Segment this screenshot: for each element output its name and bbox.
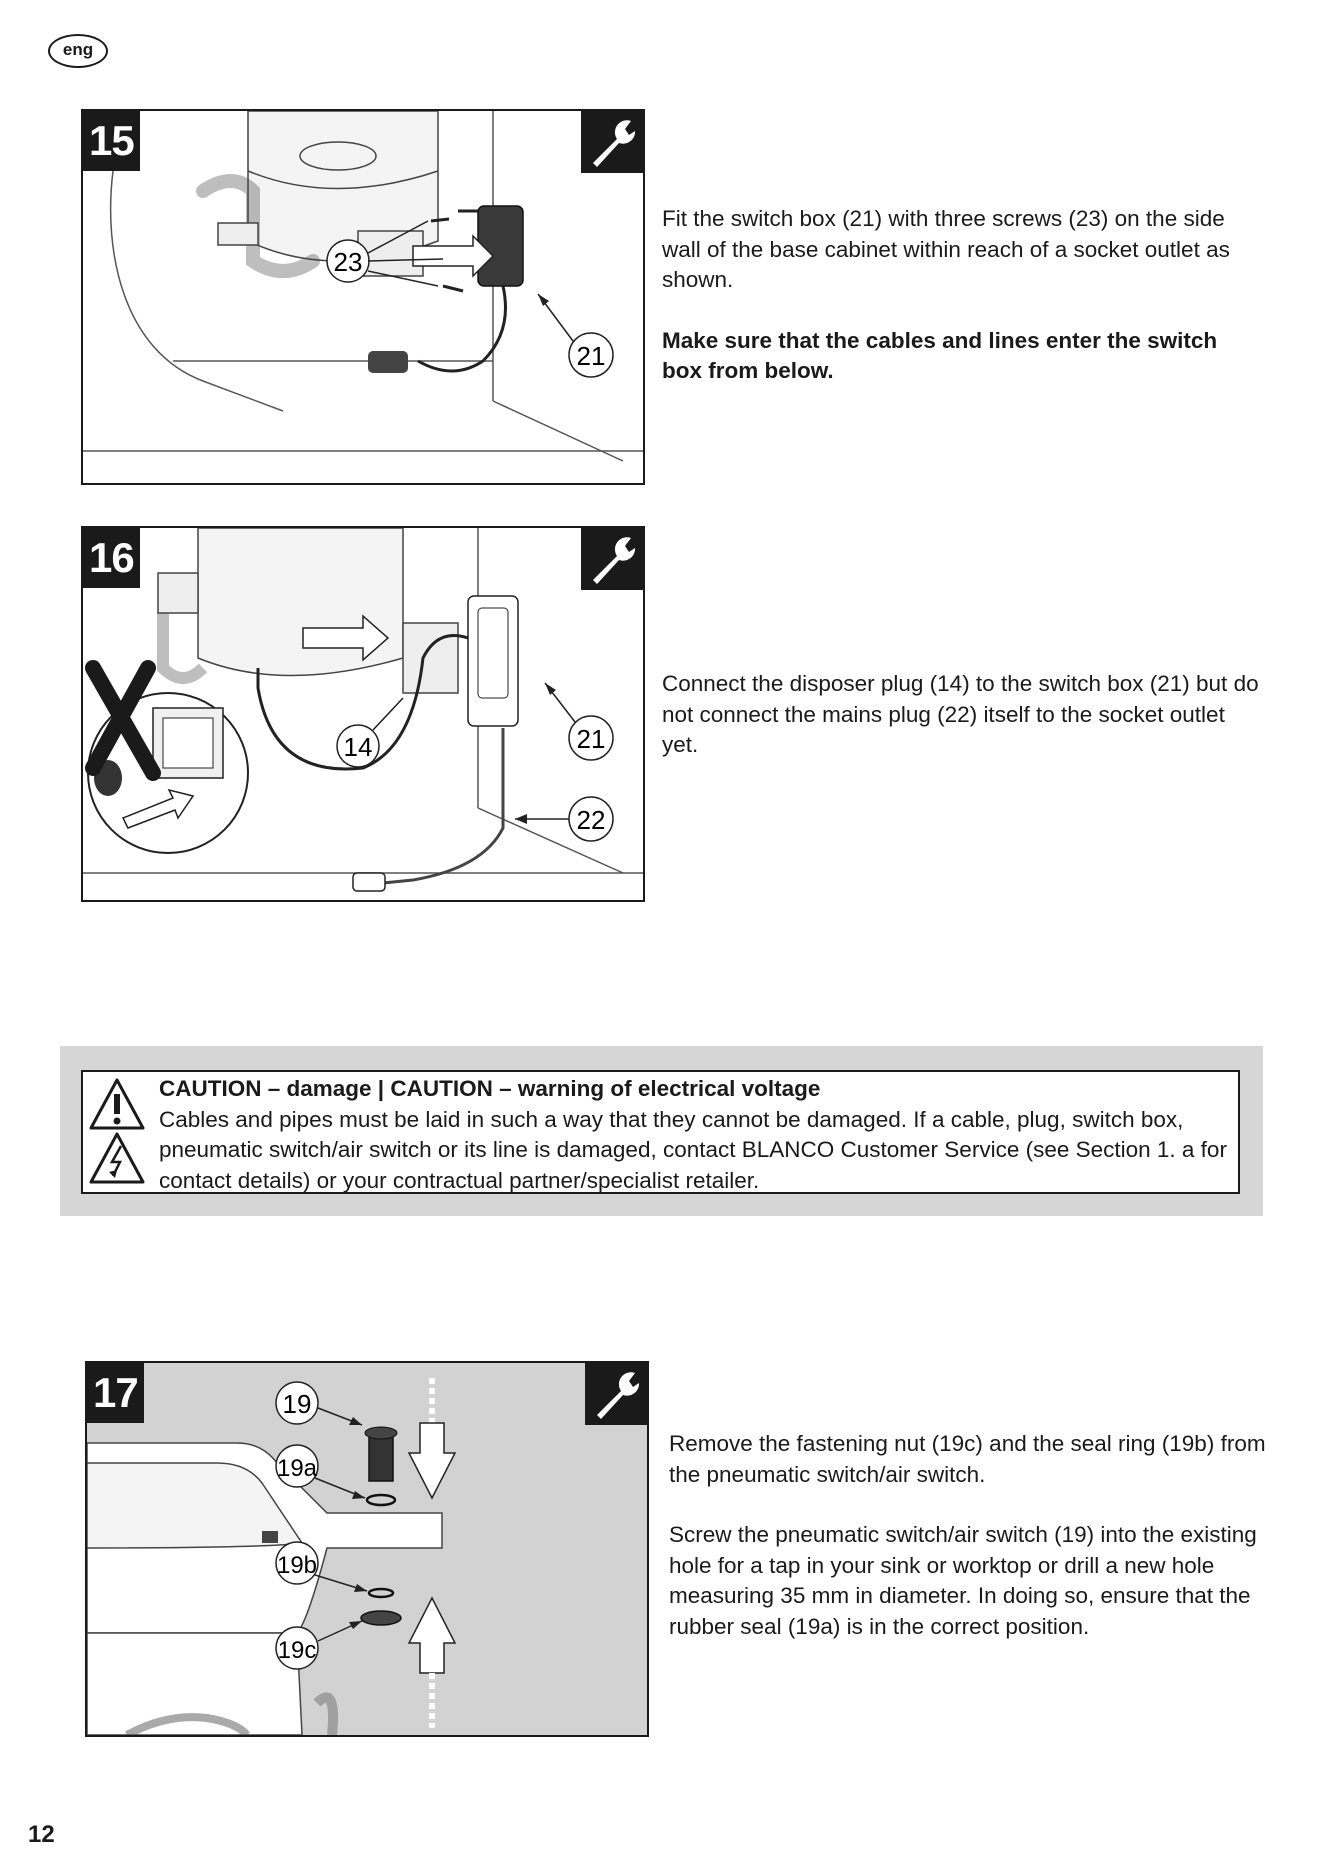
callout-19: 19: [283, 1389, 312, 1419]
caution-icons: [89, 1076, 145, 1193]
callout-19a: 19a: [277, 1455, 318, 1482]
callout-21: 21: [577, 724, 606, 754]
step-15-bold-note: Make sure that the cables and lines ente…: [662, 327, 1218, 384]
callout-22: 22: [577, 805, 606, 835]
step-15-paragraph: Fit the switch box (21) with three screw…: [662, 206, 1230, 292]
step-number: 15: [83, 111, 140, 171]
callout-14: 14: [344, 732, 373, 762]
step-16-paragraph: Connect the disposer plug (14) to the sw…: [662, 671, 1259, 757]
air-switch-installation-drawing: 19 19a 19b 19c: [87, 1378, 457, 1735]
language-badge: eng: [48, 34, 108, 68]
step-17-paragraph-2: Screw the pneumatic switch/air switch (1…: [669, 1522, 1257, 1639]
page-number: 12: [28, 1821, 55, 1848]
step-16-illustration: 14 21 22 16: [81, 526, 645, 902]
wrench-icon: [581, 111, 643, 173]
step-number: 16: [83, 528, 140, 588]
callout-19b: 19b: [277, 1552, 317, 1579]
step-15-description: Fit the switch box (21) with three screw…: [662, 204, 1262, 417]
step-number: 17: [87, 1363, 144, 1423]
step-17-paragraph-1: Remove the fastening nut (19c) and the s…: [669, 1431, 1266, 1487]
callout-23: 23: [334, 247, 363, 277]
electrical-voltage-icon: [89, 1132, 145, 1184]
wrench-icon: [581, 528, 643, 590]
step-15-illustration: 23 21 15: [81, 109, 645, 485]
switch-box-mounting-drawing: 23 21: [83, 111, 643, 462]
callout-19c: 19c: [278, 1637, 317, 1664]
caution-panel: CAUTION – damage | CAUTION – warning of …: [81, 1070, 1240, 1194]
caution-body: Cables and pipes must be laid in such a …: [159, 1106, 1227, 1193]
plug-connection-drawing: 14 21 22: [83, 528, 643, 892]
caution-text: CAUTION – damage | CAUTION – warning of …: [159, 1074, 1229, 1196]
wrench-icon: [585, 1363, 647, 1425]
callout-21: 21: [577, 341, 606, 371]
step-17-illustration: 19 19a 19b 19c 17: [85, 1361, 649, 1737]
step-17-description: Remove the fastening nut (19c) and the s…: [669, 1429, 1269, 1672]
warning-exclamation-icon: [89, 1078, 145, 1130]
caution-title: CAUTION – damage | CAUTION – warning of …: [159, 1076, 821, 1101]
step-16-description: Connect the disposer plug (14) to the sw…: [662, 669, 1262, 791]
